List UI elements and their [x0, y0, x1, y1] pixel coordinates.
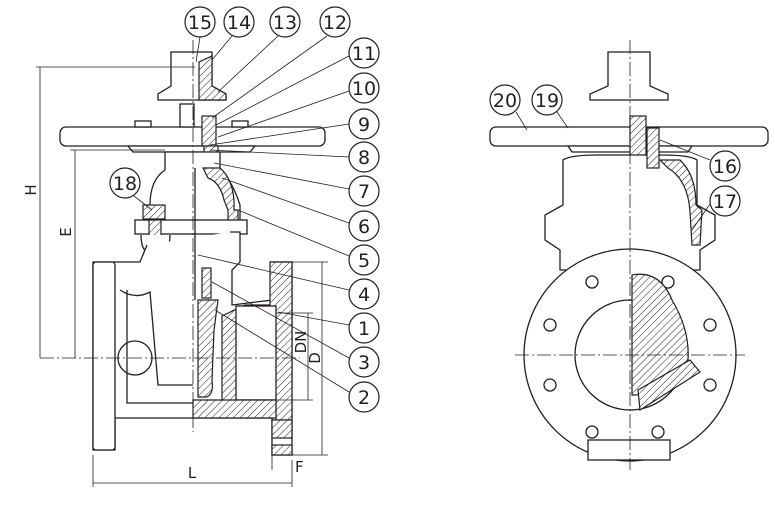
- dim-D: D: [306, 352, 324, 364]
- callout-11: 11: [348, 37, 380, 69]
- callout-19: 19: [531, 84, 563, 116]
- callout-17: 17: [709, 185, 741, 217]
- callout-12: 12: [319, 6, 351, 38]
- svg-text:19: 19: [535, 90, 559, 112]
- dim-F: F: [295, 458, 304, 476]
- handwheel: [59, 126, 326, 147]
- svg-text:7: 7: [358, 181, 370, 203]
- callout-20: 20: [489, 84, 521, 116]
- svg-text:18: 18: [113, 173, 137, 195]
- dim-H: H: [22, 184, 40, 195]
- svg-text:8: 8: [358, 147, 370, 169]
- side-section-view: [40, 40, 326, 456]
- callout-3: 3: [348, 346, 380, 378]
- svg-text:3: 3: [358, 352, 370, 374]
- dim-DN: DN: [292, 331, 310, 354]
- svg-text:12: 12: [323, 12, 347, 34]
- callout-4: 4: [348, 278, 380, 310]
- svg-text:15: 15: [188, 12, 212, 34]
- dim-E: E: [57, 227, 75, 236]
- svg-text:14: 14: [227, 12, 251, 34]
- dimension-lines: H E DN D L F: [22, 66, 328, 487]
- wedge: [197, 299, 219, 398]
- callout-2: 2: [348, 381, 380, 413]
- callout-15: 15: [184, 6, 216, 38]
- svg-text:4: 4: [358, 284, 370, 306]
- svg-text:11: 11: [352, 43, 376, 65]
- leader-lines: [133, 35, 711, 393]
- callout-1: 1: [348, 312, 380, 344]
- callout-13: 13: [269, 6, 301, 38]
- operating-cap-front: [589, 51, 669, 101]
- svg-text:1: 1: [358, 318, 370, 340]
- left-flange: [92, 261, 116, 451]
- callout-9: 9: [348, 108, 380, 140]
- svg-text:6: 6: [358, 216, 370, 238]
- callout-10: 10: [348, 72, 380, 104]
- callout-5: 5: [348, 244, 380, 276]
- svg-text:16: 16: [713, 156, 737, 178]
- svg-text:2: 2: [358, 387, 370, 409]
- svg-text:17: 17: [713, 191, 737, 213]
- callout-16: 16: [709, 150, 741, 182]
- dim-L: L: [188, 464, 197, 482]
- svg-text:20: 20: [493, 90, 517, 112]
- callout-18: 18: [109, 167, 141, 199]
- svg-text:13: 13: [273, 12, 297, 34]
- svg-text:9: 9: [358, 114, 370, 136]
- callout-8: 8: [348, 141, 380, 173]
- svg-text:5: 5: [358, 250, 370, 272]
- callout-6: 6: [348, 210, 380, 242]
- bolt-holes: [543, 275, 717, 439]
- callout-14: 14: [223, 6, 255, 38]
- handwheel-front: [489, 126, 769, 147]
- front-section-view: [489, 40, 769, 470]
- svg-text:10: 10: [352, 78, 376, 100]
- callout-7: 7: [348, 175, 380, 207]
